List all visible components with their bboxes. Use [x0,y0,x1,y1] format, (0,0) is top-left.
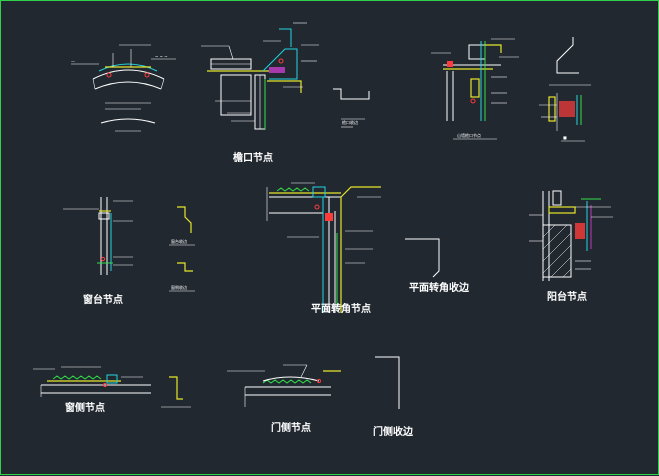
title-eaves-node: 檐口节点 [233,151,273,164]
detail-mountain-wall-eaves: 山墙檐口节点 [431,38,519,140]
detail-eaves-node [201,22,319,130]
detail-door-side [227,364,341,407]
detail-balcony [529,190,613,281]
detail-window-side-flashing [161,376,191,408]
svg-text:—: — [71,59,75,64]
detail-window-sill-flashing: 窗台收边 窗侧收边 [169,206,195,292]
detail-eaves-arch: — ~ ~ ~ [71,44,176,132]
detail-eaves-flashing: 檐口收边 [333,88,370,128]
svg-text:窗侧收边: 窗侧收边 [171,284,187,290]
title-window-side-node: 窗侧节点 [65,401,105,414]
detail-window-sill [63,197,133,275]
svg-text:~ ~ ~: ~ ~ ~ [155,54,168,59]
svg-text:山墙檐口节点: 山墙檐口节点 [457,132,481,138]
title-window-sill-node: 窗台节点 [83,293,123,306]
detail-door-side-flashing [375,356,400,409]
svg-text:檐口收边: 檐口收边 [342,119,358,125]
title-flat-corner-flashing: 平面转角收边 [409,281,470,294]
svg-text:窗台收边: 窗台收边 [171,238,187,244]
detail-flat-corner [266,182,381,313]
svg-text:■: ■ [563,135,567,140]
title-door-side-node: 门侧节点 [271,421,311,434]
detail-flat-corner-flashing [405,238,440,278]
detail-right-profile: ■ [539,37,591,142]
title-door-side-flashing: 门侧收边 [373,425,414,438]
title-flat-corner-node: 平面转角节点 [311,302,371,315]
detail-window-side [33,366,151,397]
title-balcony-node: 阳台节点 [547,290,587,303]
